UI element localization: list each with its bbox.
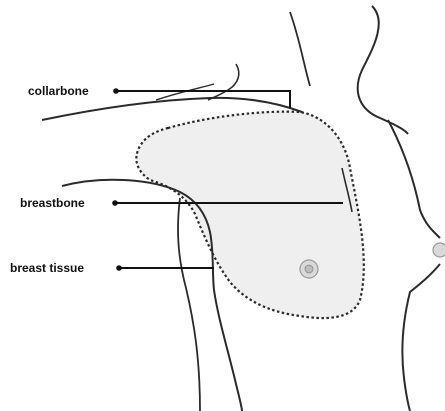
breast-tissue-region (136, 112, 363, 318)
neck-back-outline (290, 12, 310, 86)
body-contour (388, 120, 440, 238)
breast-tissue-leader-dot (116, 265, 122, 271)
breast-contour (402, 264, 440, 411)
breastbone-label: breastbone (20, 196, 85, 210)
collarbone-upper-stroke (208, 64, 239, 100)
collarbone-leader-dot (113, 88, 119, 94)
breastbone-leader-dot (112, 200, 118, 206)
neck-outline (358, 6, 408, 134)
armpit-contour (178, 198, 200, 411)
breast-tissue-label: breast tissue (10, 261, 84, 275)
nipple-inner (305, 265, 313, 273)
collarbone-label: collarbone (28, 84, 89, 98)
collarbone-leader (116, 91, 290, 108)
profile-nipple (433, 243, 445, 257)
